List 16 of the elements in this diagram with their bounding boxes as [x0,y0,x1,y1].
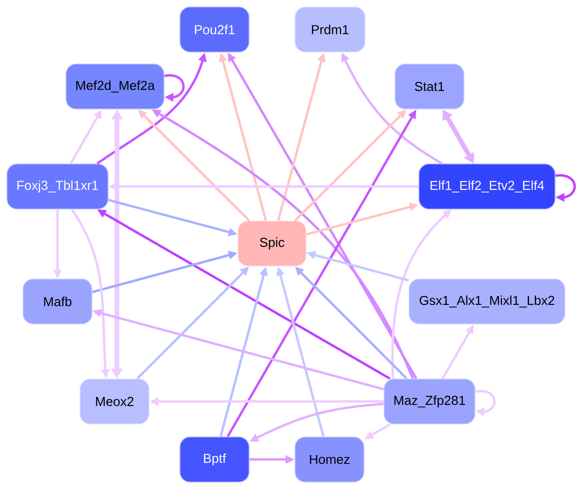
rounded-box: Prdm1 [294,6,366,52]
rounded-box: Foxj3_Tbl1xr1 [6,164,108,210]
rounded-box: Gsx1_Alx1_Mixl1_Lbx2 [408,278,566,324]
loop-arrow [555,174,576,202]
rounded-box: Stat1 [394,64,464,110]
rounded-box: Maz_Zfp281 [384,378,476,424]
rounded-box: Mafb [22,278,92,324]
rounded-box: Pou2f1 [180,6,250,52]
loop-arrow [475,390,496,416]
rounded-box: Meox2 [80,378,150,424]
loop-arrow [164,74,185,102]
rounded-box: Spic [238,220,306,266]
rounded-box: Bptf [180,436,250,482]
rounded-box: Elf1_Elf2_Etv2_Elf4 [418,164,556,210]
rounded-box: Homez [294,436,364,482]
rounded-box: Mef2d_Mef2a [66,64,164,110]
